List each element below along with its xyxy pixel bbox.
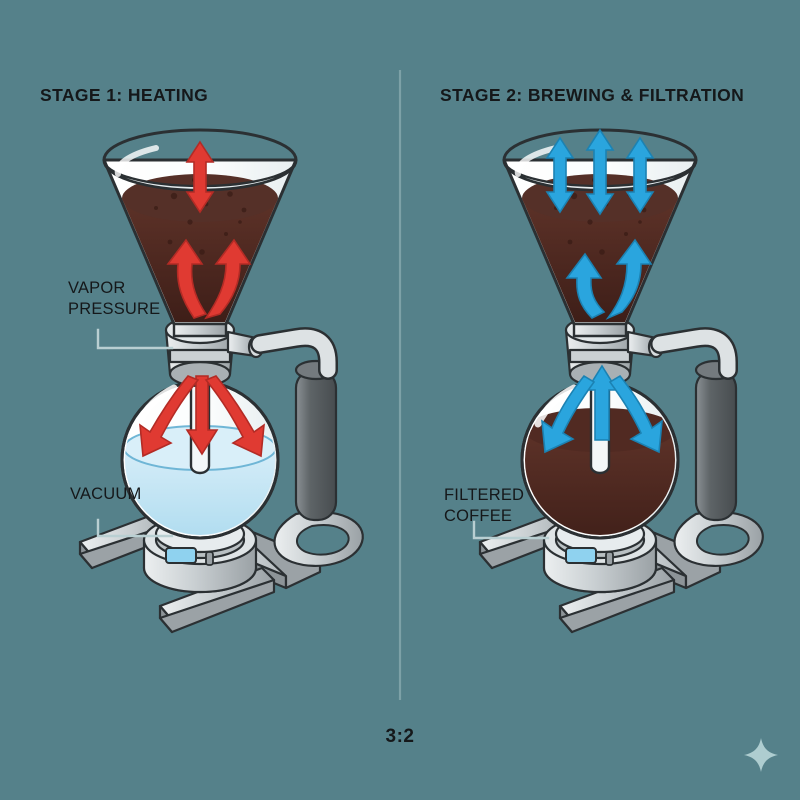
arrows-left bbox=[139, 140, 265, 458]
arrows-right bbox=[541, 128, 663, 454]
sparkle-icon bbox=[742, 736, 780, 774]
stage-2-title: STAGE 2: BREWING & FILTRATION bbox=[440, 85, 745, 105]
callout-filtered-coffee: FILTERED COFFEE bbox=[444, 486, 525, 526]
hose-arm-left bbox=[250, 327, 338, 380]
arrow-rise-right bbox=[605, 238, 653, 320]
arrow-down-left bbox=[139, 375, 200, 458]
support-post-right bbox=[694, 359, 738, 522]
siphon-left bbox=[78, 128, 364, 634]
hose-arm-right bbox=[650, 327, 738, 380]
support-post-left bbox=[294, 359, 338, 522]
leader-filtered bbox=[472, 520, 550, 540]
arrow-down-right bbox=[204, 375, 265, 458]
arrow-down-center bbox=[185, 375, 219, 456]
arrow-vapor-top bbox=[185, 140, 215, 214]
arrow-vapor-left bbox=[166, 238, 208, 319]
siphon-right bbox=[478, 128, 764, 634]
arrow-up-1 bbox=[545, 136, 575, 214]
callout-leaders bbox=[96, 328, 550, 540]
arrow-spread-left bbox=[541, 374, 596, 454]
leader-vapor bbox=[96, 328, 174, 350]
aspect-ratio-label: 3:2 bbox=[385, 726, 415, 747]
stage-1-title: STAGE 1: HEATING bbox=[40, 85, 209, 105]
callout-vapor-pressure: VAPOR PRESSURE bbox=[68, 279, 161, 319]
arrow-up-2 bbox=[585, 128, 615, 216]
leader-vacuum bbox=[96, 518, 174, 538]
arrow-vapor-right bbox=[204, 238, 252, 320]
arrow-spread-right bbox=[608, 374, 663, 454]
callout-vacuum: VACUUM bbox=[70, 485, 142, 503]
arrow-up-3 bbox=[625, 136, 655, 214]
arrow-rise-left bbox=[565, 252, 606, 319]
